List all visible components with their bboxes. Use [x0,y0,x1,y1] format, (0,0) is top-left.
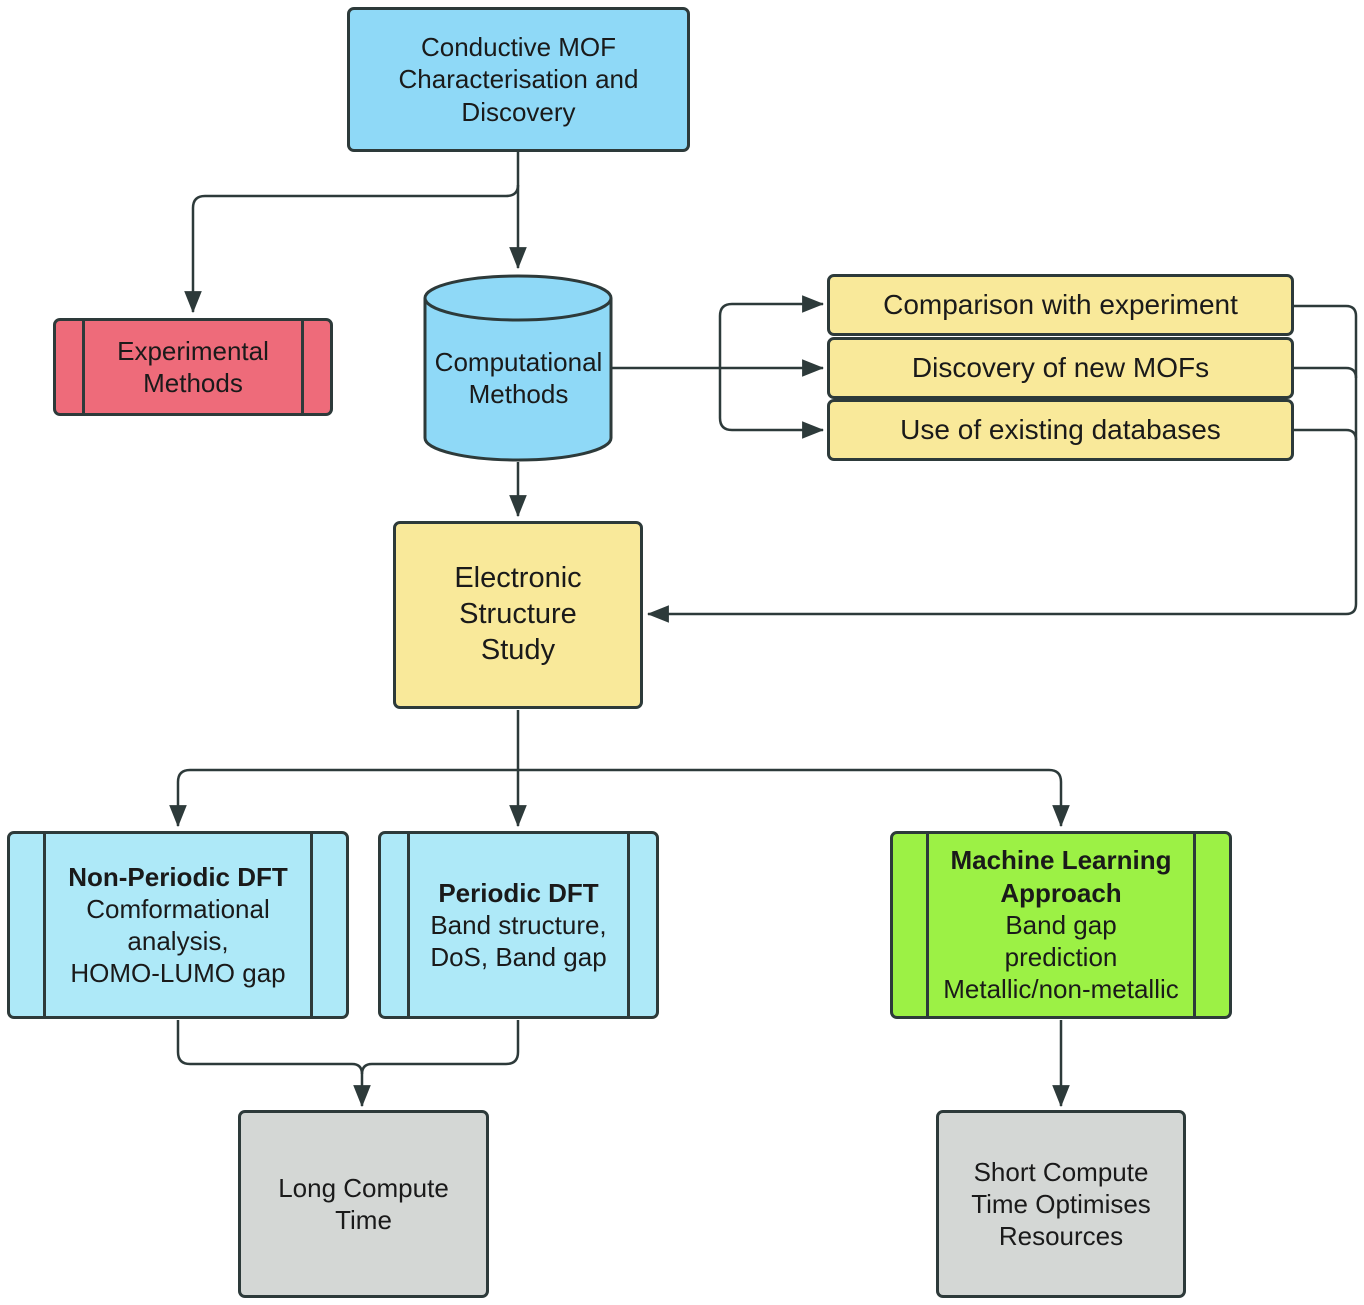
node-short-compute-time: Short Compute Time Optimises Resources [936,1110,1186,1298]
line-nonperiodic-merge [176,1020,364,1075]
node-text: Resources [998,1221,1124,1252]
arrow-to-nonperiodic [169,768,518,828]
node-text: Computational [434,347,603,377]
node-text: Methods [468,379,569,410]
node-text: Use of existing databases [900,413,1221,445]
node-long-compute-time: Long Compute Time [238,1110,489,1298]
node-periodic-dft: Periodic DFT Band structure, DoS, Band g… [378,831,659,1019]
node-conductive-mof: Conductive MOF Characterisation and Disc… [347,7,690,152]
database-cylinder-icon [423,274,613,462]
node-text: Methods [143,368,243,398]
node-text: Characterisation and [398,64,639,95]
node-text: Comparison with experiment [883,288,1238,320]
arrow-to-ml [518,768,1070,828]
node-text: Structure [459,598,577,631]
node-experimental-methods: Experimental Methods [53,318,333,416]
node-text: analysis, [127,926,229,956]
node-discovery-of-new-mofs: Discovery of new MOFs [827,337,1294,399]
node-text: Metallic/non-metallic [943,974,1179,1005]
node-use-of-existing-databases: Use of existing databases [827,399,1294,461]
node-comparison-with-experiment: Comparison with experiment [827,274,1294,336]
node-text: Conductive MOF [420,32,617,63]
node-title: Non-Periodic DFT [68,861,288,892]
line-databases-return [1294,428,1358,441]
node-text: Study [480,633,556,666]
arrow-return-to-electronic [646,603,1358,623]
node-title: Machine Learning [950,845,1172,876]
node-text: prediction [1004,942,1118,973]
node-text: Time [335,1205,392,1235]
node-computational-methods: Computational Methods [425,346,612,410]
node-non-periodic-dft: Non-Periodic DFT Comformational analysis… [7,831,349,1019]
line-comparison-return [1294,304,1358,604]
node-text: Long Compute [278,1172,449,1203]
node-text: Time Optimises [971,1188,1151,1219]
node-text: Discovery [461,96,576,127]
node-title: Periodic DFT [438,877,599,908]
arrow-to-databases [718,368,825,439]
arrow-mof-to-experimental [184,184,520,314]
node-text: HOMO-LUMO gap [70,958,286,989]
node-text: Electronic [454,562,582,595]
node-text: Short Compute [973,1156,1149,1187]
arrow-to-comparison [718,295,825,368]
node-text: Band structure, [430,909,607,940]
node-title: Approach [1000,877,1122,908]
line-periodic-merge [360,1020,520,1075]
node-text: Comformational [86,893,270,924]
node-electronic-structure-study: Electronic Structure Study [393,521,643,709]
line-discovery-return [1294,366,1358,379]
node-text: Discovery of new MOFs [911,351,1210,383]
node-text: Band gap [1005,909,1117,940]
node-text: Experimental [117,335,269,366]
node-text: DoS, Band gap [430,942,607,973]
node-machine-learning-approach: Machine Learning Approach Band gap predi… [890,831,1232,1019]
